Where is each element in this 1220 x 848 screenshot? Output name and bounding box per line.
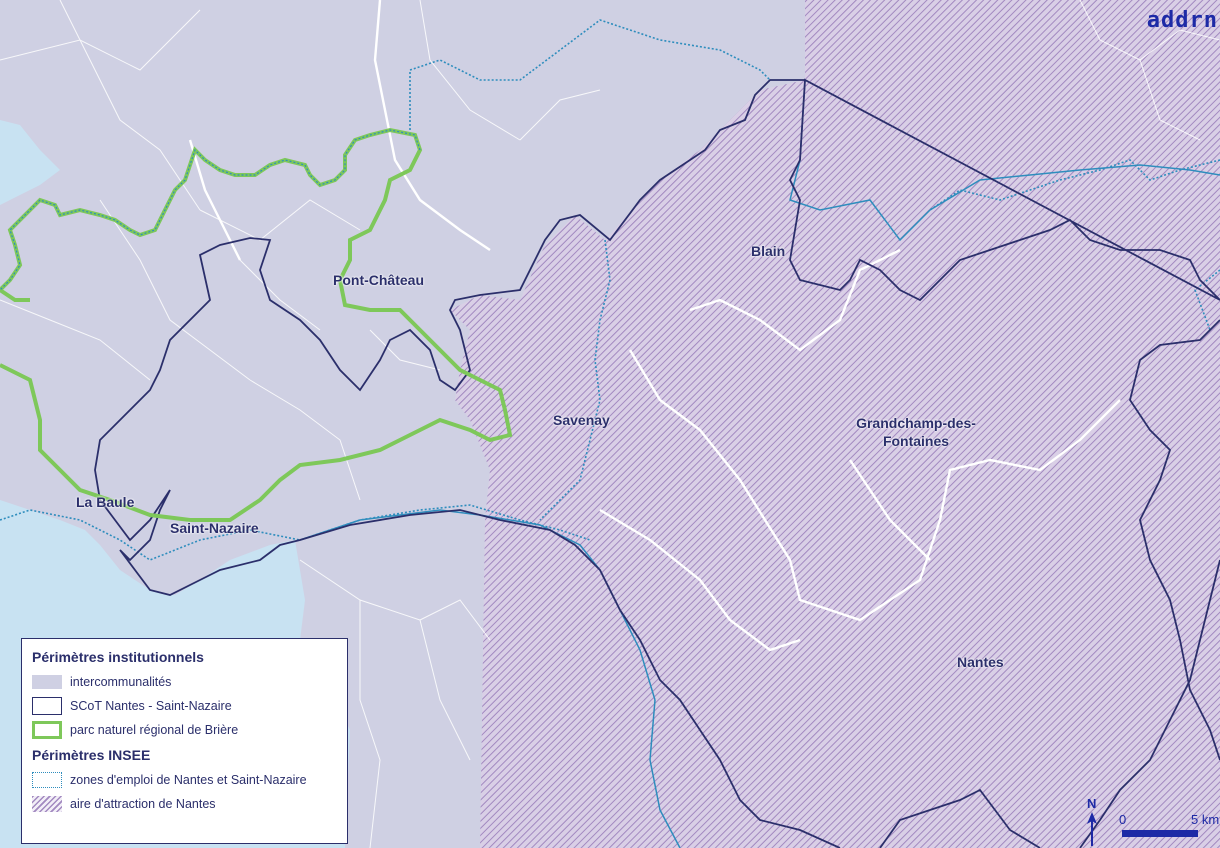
map-legend: Périmètres institutionnels intercommunal…	[21, 638, 348, 844]
place-label-la-baule: La Baule	[76, 494, 135, 510]
legend-item-interco: intercommunalités	[32, 671, 337, 693]
legend-swatch-pnr	[32, 721, 62, 739]
legend-label-scot: SCoT Nantes - Saint-Nazaire	[70, 699, 232, 713]
addrn-logo: addrn	[1146, 8, 1218, 33]
legend-item-aire: aire d'attraction de Nantes	[32, 793, 337, 815]
place-label-grandchamp-line2: Fontaines	[882, 433, 950, 449]
legend-label-interco: intercommunalités	[70, 675, 172, 689]
place-label-saint-nazaire: Saint-Nazaire	[170, 520, 259, 536]
north-label: N	[1087, 796, 1097, 811]
aire-attraction-area	[450, 0, 1220, 848]
scale-bar	[1122, 830, 1198, 837]
legend-label-pnr: parc naturel régional de Brière	[70, 723, 239, 737]
scale-label-start: 0	[1119, 812, 1127, 827]
scale-label-end: 5 km	[1191, 812, 1220, 827]
legend-swatch-interco	[32, 675, 62, 689]
legend-item-pnr: parc naturel régional de Brière	[32, 719, 337, 741]
legend-swatch-scot	[32, 697, 62, 715]
legend-swatch-aire	[32, 796, 62, 812]
place-label-pont-chateau: Pont-Château	[333, 272, 424, 288]
legend-swatch-zones-emploi	[32, 772, 62, 788]
legend-item-scot: SCoT Nantes - Saint-Nazaire	[32, 695, 337, 717]
interco-borders	[188, 0, 1121, 652]
scot-border-east	[1129, 319, 1220, 761]
place-label-blain: Blain	[751, 243, 786, 259]
legend-label-aire: aire d'attraction de Nantes	[70, 797, 216, 811]
legend-section-institutionnels-title: Périmètres institutionnels	[32, 649, 204, 665]
legend-label-zones-emploi: zones d'emploi de Nantes et Saint-Nazair…	[70, 773, 307, 787]
place-label-nantes: Nantes	[957, 654, 1004, 670]
pnr-briere-border	[0, 127, 513, 522]
place-label-grandchamp-line1: Grandchamp-des-	[856, 415, 976, 431]
scot-border	[94, 78, 1220, 848]
place-label-grandchamp: Grandchamp-des- Fontaines	[846, 414, 986, 450]
pnr-briere-border-west	[0, 288, 30, 302]
place-label-savenay: Savenay	[553, 412, 610, 428]
legend-section-insee-title: Périmètres INSEE	[32, 747, 151, 763]
zones-emploi-border	[0, 19, 1220, 561]
north-arrow-icon	[1087, 812, 1097, 846]
legend-item-zones-emploi: zones d'emploi de Nantes et Saint-Nazair…	[32, 769, 337, 791]
zones-emploi-on-pnr	[0, 129, 421, 291]
